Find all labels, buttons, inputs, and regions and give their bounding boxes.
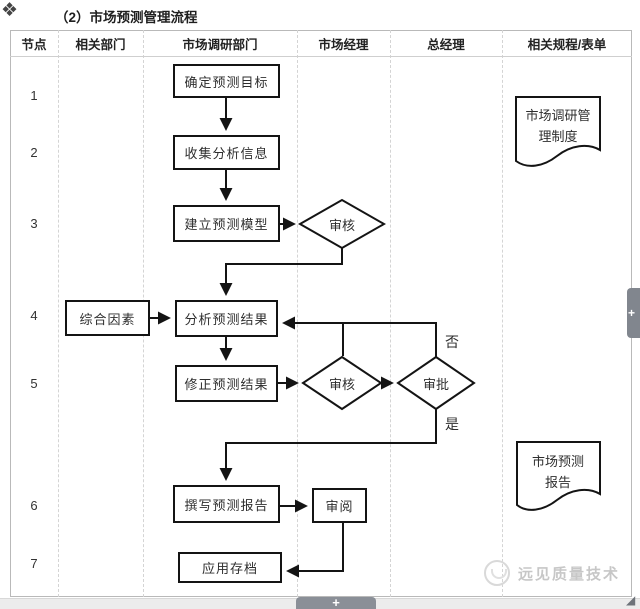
decision-diamond-approve xyxy=(396,355,476,411)
column-divider xyxy=(297,30,298,597)
step-box-review-report: 审阅 xyxy=(312,488,367,523)
step-box-build-model: 建立预测模型 xyxy=(173,205,280,242)
step-box-collect-info: 收集分析信息 xyxy=(173,135,280,170)
branch-label-no: 否 xyxy=(445,334,459,350)
node-number-7: 7 xyxy=(30,556,38,571)
decision-label-review2: 审核 xyxy=(328,376,355,392)
column-divider xyxy=(390,30,391,597)
expand-right-button[interactable]: + xyxy=(627,288,640,338)
decision-diamond-review1 xyxy=(297,198,387,250)
column-header-research-dept: 市场调研部门 xyxy=(182,37,258,52)
column-header-forms: 相关规程/表单 xyxy=(527,37,607,52)
watermark-text: 远见质量技术 xyxy=(518,565,621,583)
node-number-6: 6 xyxy=(30,498,38,513)
move-handle-icon[interactable]: ❖ xyxy=(1,0,19,21)
page-title: （2）市场预测管理流程 xyxy=(55,10,198,25)
node-number-2: 2 xyxy=(30,145,38,160)
decision-label-approve: 审批 xyxy=(422,376,449,392)
watermark-logo-icon xyxy=(484,560,510,586)
node-number-5: 5 xyxy=(30,376,38,391)
column-divider xyxy=(502,30,503,597)
resize-corner-icon[interactable]: ◢ xyxy=(626,593,636,607)
watermark: 远见质量技术 xyxy=(484,560,620,586)
column-header-node: 节点 xyxy=(21,37,47,52)
document-shape-2 xyxy=(516,441,601,511)
step-box-factors-input: 综合因素 xyxy=(65,300,150,336)
node-number-4: 4 xyxy=(30,308,38,323)
column-header-related-dept: 相关部门 xyxy=(75,37,126,52)
branch-label-yes: 是 xyxy=(445,416,459,432)
document-label-forecast-report: 市场预测 报告 xyxy=(531,454,584,490)
header-divider xyxy=(10,56,632,57)
step-box-revise-result: 修正预测结果 xyxy=(175,365,278,402)
decision-diamond-review2 xyxy=(301,355,383,411)
step-box-write-report: 撰写预测报告 xyxy=(173,485,280,523)
document-label-research-system: 市场调研管 理制度 xyxy=(525,108,591,144)
expand-bottom-button[interactable]: + xyxy=(296,596,376,609)
node-number-1: 1 xyxy=(30,88,38,103)
column-divider xyxy=(58,30,59,597)
column-header-general-manager: 总经理 xyxy=(427,37,465,52)
step-box-archive: 应用存档 xyxy=(178,552,282,583)
node-number-3: 3 xyxy=(30,216,38,231)
column-header-market-manager: 市场经理 xyxy=(318,37,369,52)
step-box-analyze-result: 分析预测结果 xyxy=(175,300,278,337)
decision-label-review1: 审核 xyxy=(328,217,355,233)
step-box-define-goal: 确定预测目标 xyxy=(173,64,280,98)
document-shape-1 xyxy=(515,96,601,167)
